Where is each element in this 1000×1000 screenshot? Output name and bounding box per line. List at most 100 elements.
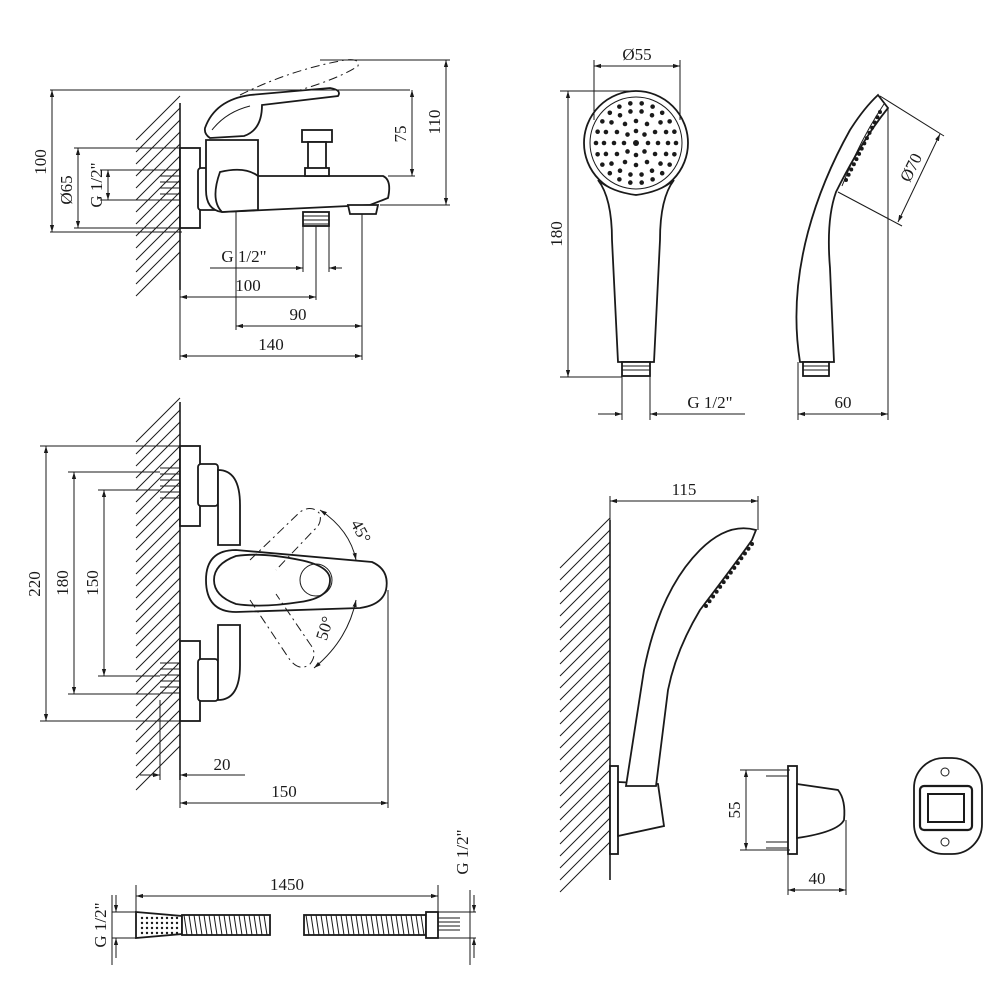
- dim-length-90: 90: [290, 305, 307, 324]
- nozzle-dot: [652, 129, 658, 135]
- nozzle-dot: [633, 118, 639, 124]
- hatch-line: [135, 179, 181, 225]
- cone-dot: [140, 926, 144, 930]
- cone-dot: [170, 916, 174, 920]
- mixer-side-view: 100 Ø65 G 1/2" 75 110 G 1/2" 100 90 140: [31, 59, 450, 360]
- nozzle-dot: [846, 172, 851, 177]
- hatch-line: [559, 733, 611, 785]
- hatch-line: [135, 745, 181, 791]
- hose-coil: [335, 914, 340, 936]
- nozzle-dot: [714, 589, 719, 594]
- cone-dot: [175, 921, 179, 925]
- dim-thread-outlet: G 1/2": [221, 247, 266, 266]
- hatch-line: [559, 817, 611, 869]
- hose-nut-right: [425, 911, 439, 939]
- hose-coil: [193, 914, 198, 936]
- nozzle-dot: [870, 125, 875, 130]
- cone-dot: [160, 931, 164, 935]
- cone-dot: [150, 931, 154, 935]
- hatch-line: [559, 697, 611, 749]
- dim-holder-55: 55: [725, 802, 744, 819]
- hose-coil: [390, 914, 395, 936]
- hose-coil: [340, 914, 345, 936]
- hose-coil: [380, 914, 385, 936]
- nozzle-dot: [639, 101, 644, 106]
- hatch-line: [135, 445, 181, 491]
- nozzle-dot: [859, 146, 864, 151]
- shower-handle: [597, 179, 675, 363]
- hatch-line: [135, 589, 181, 635]
- hatch-line: [135, 517, 181, 563]
- nozzle-dot: [611, 140, 617, 146]
- dim-angle-45: 45°: [347, 516, 375, 546]
- hose-coil: [248, 914, 253, 936]
- hatch-line: [559, 805, 611, 857]
- dim-diameter-70: Ø70: [896, 150, 926, 185]
- cone-dot: [170, 921, 174, 925]
- hatch-line: [135, 493, 181, 539]
- hatch-line: [559, 553, 611, 605]
- hatch-line: [135, 191, 181, 237]
- hose-coil: [208, 914, 213, 936]
- cone-dot: [155, 931, 159, 935]
- nozzle-dot: [663, 151, 669, 157]
- nozzle-dot: [857, 151, 862, 156]
- hose-coil: [320, 914, 325, 936]
- diverter-knob: [301, 129, 333, 143]
- nozzle-dot: [614, 129, 620, 135]
- hatch-line: [135, 553, 181, 599]
- hose-coil: [253, 914, 258, 936]
- top-lever: [213, 553, 331, 607]
- cone-dot: [145, 926, 149, 930]
- dim-holder-40: 40: [809, 869, 826, 888]
- nozzle-dot: [665, 140, 671, 146]
- hatch-line: [559, 745, 611, 797]
- hatch-line: [135, 107, 181, 153]
- cone-dot: [145, 916, 149, 920]
- nozzle-dot: [872, 120, 877, 125]
- hose-coil: [355, 914, 360, 936]
- hose-coil: [385, 914, 390, 936]
- hatch-line: [135, 529, 181, 575]
- holder-detail: 55 40: [725, 757, 983, 895]
- nozzle-dot: [625, 149, 630, 154]
- nozzle-dot: [614, 151, 620, 157]
- hose-coil: [198, 914, 203, 936]
- hose-coil: [203, 914, 208, 936]
- nozzle-dot: [667, 119, 672, 124]
- nozzle-dot: [625, 132, 630, 137]
- cone-dot: [170, 931, 174, 935]
- hatch-line: [559, 829, 611, 881]
- cone-dot: [160, 921, 164, 925]
- hose-coil: [330, 914, 335, 936]
- hose-coil: [263, 914, 268, 936]
- spray-nozzles: [593, 101, 679, 185]
- hatch-line: [135, 721, 181, 767]
- hose-coil: [365, 914, 370, 936]
- nozzle-dot: [617, 168, 623, 174]
- nozzle-dot: [711, 594, 716, 599]
- nozzle-dot: [663, 129, 669, 135]
- hatch-line: [135, 95, 181, 141]
- hatch-line: [135, 167, 181, 213]
- shower-side-body: [795, 93, 890, 363]
- hatch-line: [135, 649, 181, 695]
- nozzle-dot: [622, 121, 628, 127]
- hatch-line: [559, 637, 611, 689]
- nozzle-dot: [642, 132, 647, 137]
- hatch-line: [135, 251, 181, 297]
- hatch-line: [559, 601, 611, 653]
- nozzle-dot: [864, 136, 869, 141]
- hatch-line: [559, 577, 611, 629]
- hose-coil: [305, 914, 310, 936]
- hatch-line: [135, 601, 181, 647]
- cone-dot: [145, 921, 149, 925]
- spout: [346, 204, 380, 215]
- hatch-line: [559, 781, 611, 833]
- cone-dot: [155, 926, 159, 930]
- hose-coil: [405, 914, 410, 936]
- hatch-line: [135, 637, 181, 683]
- dim-front-thread: G 1/2": [687, 393, 732, 412]
